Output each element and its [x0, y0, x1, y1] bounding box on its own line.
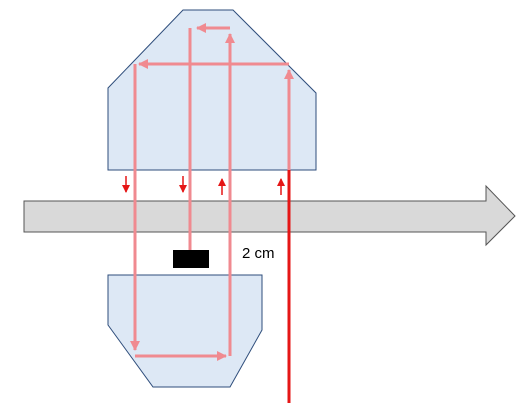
black-block [173, 250, 209, 268]
distance-label: 2 cm [242, 245, 275, 262]
upper-prism [107, 9, 317, 171]
lower-prism [107, 274, 263, 388]
pink-beams [130, 23, 294, 361]
direction-arrows [122, 176, 285, 195]
main-arrow [23, 184, 516, 247]
